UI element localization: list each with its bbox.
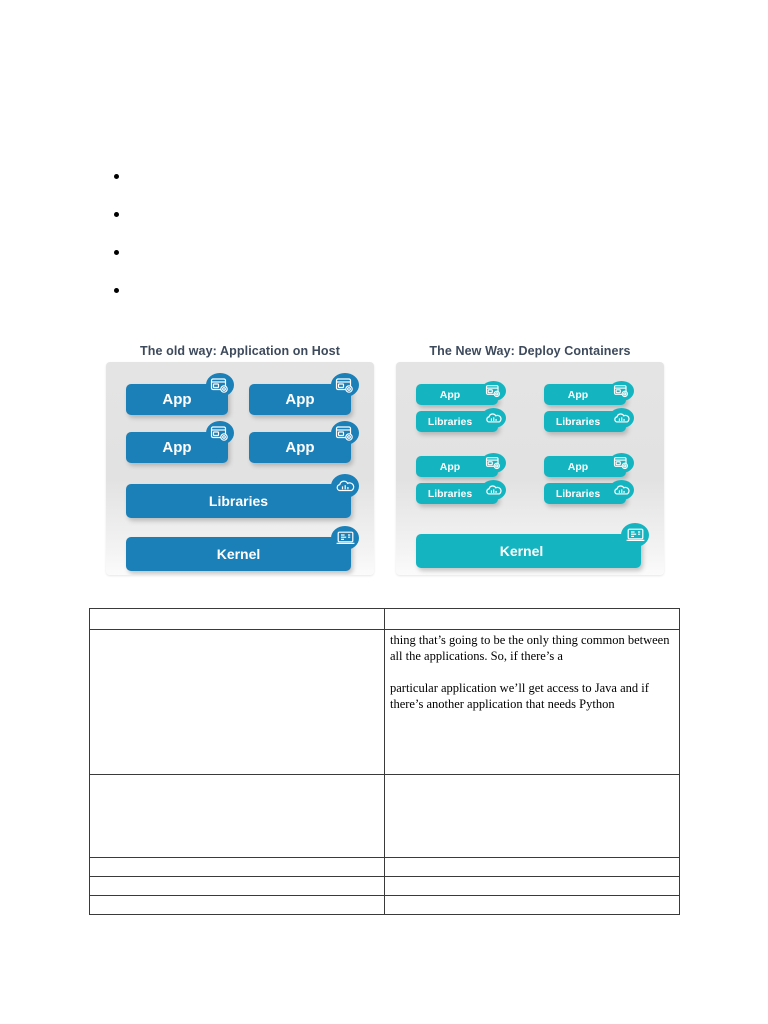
table-row [89,774,680,858]
table-cell-right [384,608,680,630]
container-3-libraries-label: Libraries [427,487,473,500]
container-3-app-label: App [439,460,461,473]
diagram-new-way-title: The New Way: Deploy Containers [429,344,631,358]
table-cell-right [384,876,680,896]
old-libraries-block-label: Libraries [208,493,269,509]
list-item [92,282,652,320]
container-2-libraries-label: Libraries [555,415,601,428]
app-window-gear-icon [609,453,634,473]
table-cell-right [384,774,680,858]
cloud-server-icon [609,408,634,428]
list-item [92,206,652,244]
transcript-paragraph-1: thing that’s going to be the only thing … [390,633,670,663]
new-kernel-block-label: Kernel [499,543,544,559]
laptop-code-icon [621,523,649,547]
list-item [92,168,652,206]
table-cell-left [89,876,385,896]
cloud-server-icon [331,474,359,498]
diagram-new-way: The New Way: Deploy Containers App Libra… [396,340,664,575]
old-app-block-3-label: App [162,439,192,456]
container-4-app-label: App [567,460,589,473]
cloud-server-icon [481,480,506,500]
app-window-gear-icon [609,381,634,401]
container-1-app-label: App [439,388,461,401]
diagram-new-way-panel: App Libraries App Libraries App Librarie… [396,362,664,575]
old-kernel-block-label: Kernel [216,546,261,562]
table-cell-left [89,774,385,858]
diagram-old-way: The old way: Application on Host App App… [106,340,374,575]
diagram-old-way-title: The old way: Application on Host [140,344,340,358]
container-2-app-label: App [567,388,589,401]
laptop-code-icon [331,526,359,550]
app-window-gear-icon [206,373,234,397]
transcript-paragraph-2: particular application we’ll get access … [390,681,649,711]
app-window-gear-icon [481,381,506,401]
table-cell-left [89,895,385,915]
bullet-list [92,168,652,320]
container-1-libraries-label: Libraries [427,415,473,428]
container-4-libraries-label: Libraries [555,487,601,500]
table-row [89,857,680,877]
transcript-table: thing that’s going to be the only thing … [89,608,680,915]
table-row [89,608,680,630]
table-cell-right-transcript: thing that’s going to be the only thing … [384,629,680,775]
architecture-diagrams: The old way: Application on Host App App… [0,340,768,585]
old-libraries-block: Libraries [126,484,351,518]
old-app-block-1-label: App [162,391,192,408]
table-cell-left [89,629,385,775]
old-app-block-2-label: App [285,391,315,408]
old-app-block-4-label: App [285,439,315,456]
app-window-gear-icon [481,453,506,473]
new-kernel-block: Kernel [416,534,641,568]
cloud-server-icon [609,480,634,500]
table-row [89,895,680,915]
table-cell-left [89,857,385,877]
app-window-gear-icon [331,373,359,397]
app-window-gear-icon [331,421,359,445]
table-row [89,876,680,896]
app-window-gear-icon [206,421,234,445]
cloud-server-icon [481,408,506,428]
table-cell-right [384,895,680,915]
table-cell-left [89,608,385,630]
table-cell-right [384,857,680,877]
table-row: thing that’s going to be the only thing … [89,629,680,775]
diagram-old-way-panel: App App App App Libraries Kernel [106,362,374,575]
old-kernel-block: Kernel [126,537,351,571]
list-item [92,244,652,282]
